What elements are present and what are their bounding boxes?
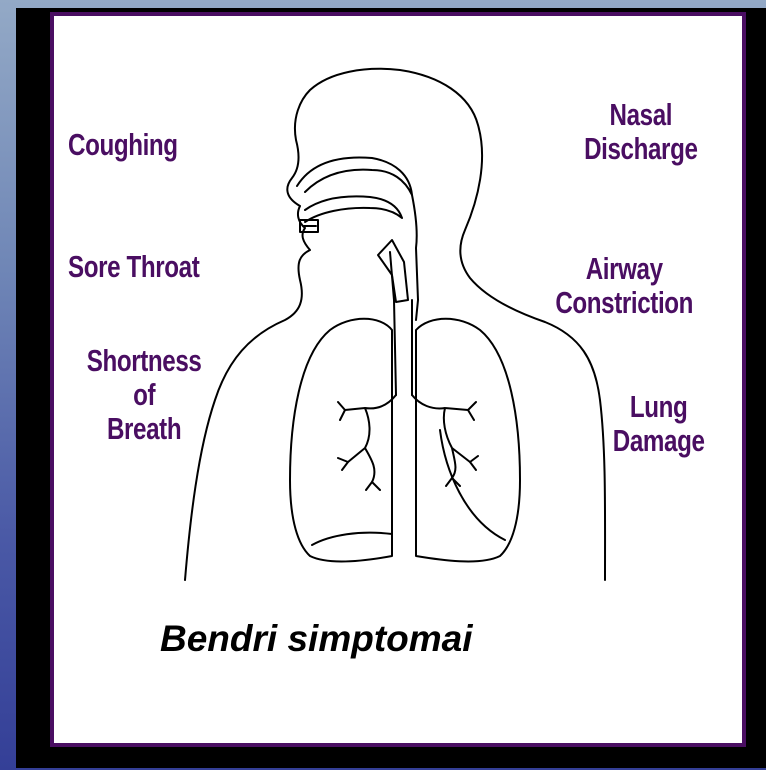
label-lung-damage: Lung Damage [590,390,727,458]
left-lung [290,319,392,562]
bronchi-branches [338,402,478,490]
bronchi [345,395,470,482]
left-lung-inner [312,533,392,545]
caption: Bendri simptomai [160,618,473,660]
label-nasal-discharge: Nasal Discharge [555,98,727,166]
nasal-cavity [297,157,412,195]
label-airway-constriction: Airway Constriction [522,252,726,320]
right-lung-lobe [440,430,505,540]
label-sore-throat: Sore Throat [68,250,199,284]
label-shortness-of-breath: Shortness of Breath [70,344,218,446]
right-lung [416,319,520,562]
mouth-cavity [305,196,402,222]
label-coughing: Coughing [68,128,178,162]
